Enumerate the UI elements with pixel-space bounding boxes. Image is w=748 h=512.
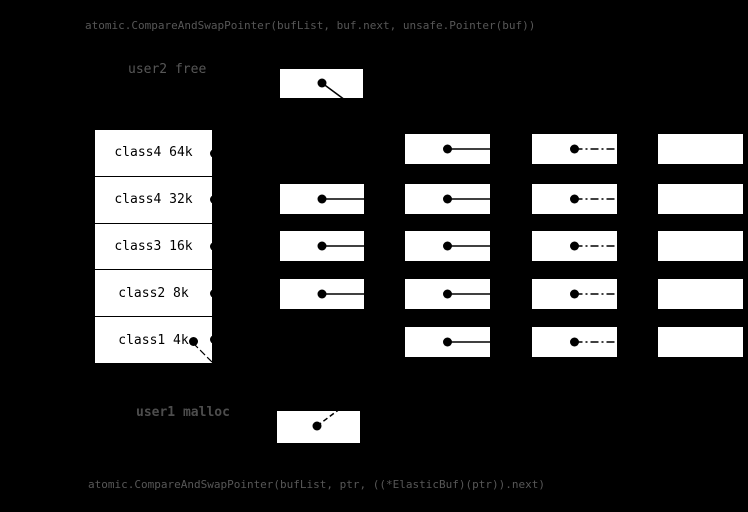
pointer-cell xyxy=(405,184,490,214)
pointer-cell xyxy=(532,231,617,261)
user1-malloc-label: user1 malloc xyxy=(136,405,230,420)
pointer-graphic xyxy=(317,78,346,101)
pointer-graphic xyxy=(443,289,490,299)
pointer-cell xyxy=(280,231,364,261)
class-row: class2 8k xyxy=(95,269,212,316)
pointer-cell xyxy=(532,134,617,164)
pointer-graphic xyxy=(312,407,342,431)
pointer-cell xyxy=(405,279,490,309)
pointer-graphic xyxy=(570,337,617,347)
pointer-graphic xyxy=(317,194,364,204)
pointer-graphic xyxy=(570,194,617,204)
code-bottom-label: atomic.CompareAndSwapPointer(bufList, pt… xyxy=(88,478,545,491)
class-row: class4 32k xyxy=(95,175,212,223)
pointer-cell xyxy=(405,327,490,357)
malloc-diagonal-line xyxy=(190,340,216,370)
pointer-dot xyxy=(317,78,327,88)
pointer-dot xyxy=(570,289,579,299)
pointer-graphic xyxy=(317,289,364,299)
pointer-line-dashed xyxy=(316,407,342,427)
pointer-graphic xyxy=(570,144,617,154)
class-row: class3 16k xyxy=(95,222,212,270)
class-row-edge-dot xyxy=(209,288,219,298)
class-row: class4 64k xyxy=(95,130,212,176)
pointer-cell xyxy=(532,184,617,214)
pointer-dot xyxy=(443,337,452,347)
pointer-dot xyxy=(570,241,579,251)
pointer-dot xyxy=(443,194,452,204)
pointer-cell xyxy=(658,134,743,164)
pointer-graphic xyxy=(570,241,617,251)
pointer-dot xyxy=(317,241,327,251)
pointer-dot xyxy=(443,289,452,299)
pointer-cell xyxy=(280,279,364,309)
pointer-dot xyxy=(317,289,327,299)
class-row-label: class4 32k xyxy=(114,192,193,208)
pointer-dot xyxy=(317,194,327,204)
pointer-dot xyxy=(570,337,579,347)
pointer-cell xyxy=(658,231,743,261)
pointer-cell xyxy=(405,231,490,261)
pointer-line xyxy=(321,82,346,101)
pointer-cell xyxy=(658,184,743,214)
pointer-graphic xyxy=(317,241,364,251)
pointer-cell xyxy=(532,327,617,357)
pointer-cell xyxy=(658,327,743,357)
malloc-link-dot xyxy=(188,336,198,346)
class-row-label: class2 8k xyxy=(118,285,189,301)
pointer-graphic xyxy=(443,241,490,251)
class-row-edge-dot xyxy=(209,335,219,345)
pointer-graphic xyxy=(570,289,617,299)
pointer-dot xyxy=(570,144,579,154)
pointer-cell xyxy=(280,184,364,214)
pointer-dot xyxy=(443,144,452,154)
class-row-label: class1 4k xyxy=(118,332,189,348)
user2-free-label: user2 free xyxy=(128,62,207,77)
class-row: class1 4k xyxy=(95,316,212,363)
class-row-label: class4 64k xyxy=(114,145,193,161)
class-row-edge-dot xyxy=(209,148,219,158)
pointer-dot xyxy=(443,241,452,251)
pointer-cell xyxy=(658,279,743,309)
class-table: class4 64k class4 32k class3 16k class2 8k c… xyxy=(95,130,212,363)
pointer-cell xyxy=(532,279,617,309)
pointer-dot xyxy=(570,194,579,204)
pointer-cell xyxy=(405,134,490,164)
code-top-label: atomic.CompareAndSwapPointer(bufList, bu… xyxy=(85,19,536,32)
class-row-label: class3 16k xyxy=(114,238,193,254)
pointer-graphic xyxy=(443,194,490,204)
user2-free-node xyxy=(280,69,363,101)
pointer-dot xyxy=(312,421,322,431)
pointer-graphic xyxy=(443,337,490,347)
pointer-line-dashed xyxy=(192,342,215,365)
class-row-edge-dot xyxy=(209,195,219,205)
pointer-graphic xyxy=(443,144,490,154)
user1-malloc-node xyxy=(277,407,360,443)
class-row-edge-dot xyxy=(209,242,219,251)
